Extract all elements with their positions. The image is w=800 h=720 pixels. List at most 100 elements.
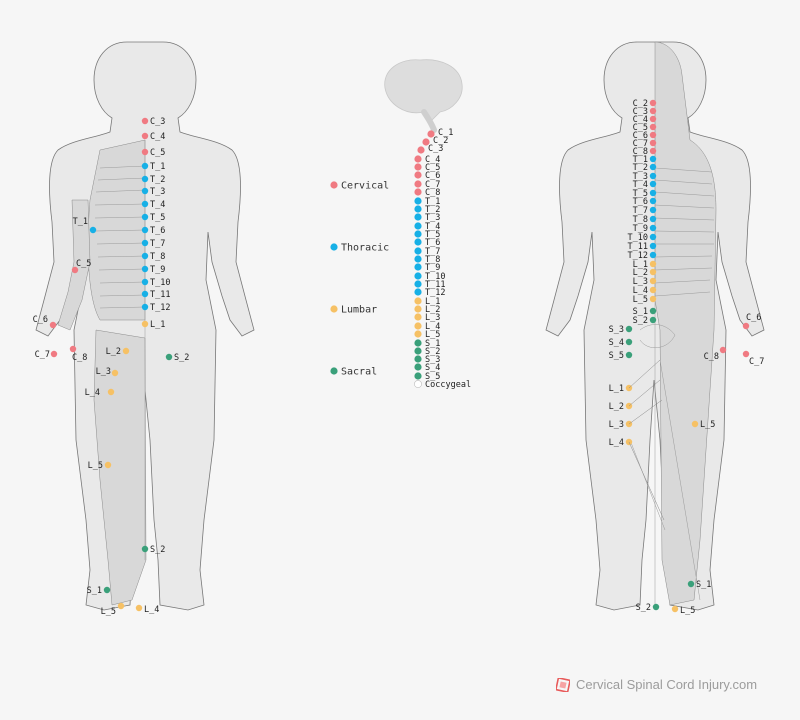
back-point-label: S_4 xyxy=(609,338,624,348)
back-point-dot xyxy=(649,107,657,115)
front-point-label: L_4 xyxy=(144,605,159,615)
front-point-dot xyxy=(103,586,111,594)
front-point-label: L_5 xyxy=(101,607,116,617)
back-point-dot xyxy=(625,351,633,359)
spine-nerve-dot xyxy=(414,163,422,171)
front-point-label: C_4 xyxy=(150,132,165,142)
spinal-nerve-column: C_1C_2C_3C_4C_5C_6C_7C_8T_1T_2T_3T_4T_5T… xyxy=(414,128,471,390)
back-point-label: S_5 xyxy=(609,351,624,361)
spine-nerve-label: T_8 xyxy=(425,255,440,265)
spine-nerve-dot xyxy=(427,130,435,138)
spine-nerve-dot xyxy=(414,380,422,388)
back-point-label: C_5 xyxy=(633,123,648,133)
spine-nerve-dot xyxy=(414,238,422,246)
front-point-label: T_12 xyxy=(150,303,170,313)
back-point-label: C_7 xyxy=(749,357,764,367)
back-point-label: C_7 xyxy=(633,139,648,149)
back-point-dot xyxy=(649,251,657,259)
back-point-dot xyxy=(687,580,695,588)
front-point-dot xyxy=(141,320,149,328)
front-point-dot xyxy=(141,148,149,156)
front-point-label: T_1 xyxy=(150,162,165,172)
front-point-dot xyxy=(141,545,149,553)
front-point-dot xyxy=(141,278,149,286)
spine-nerve-dot xyxy=(414,330,422,338)
back-point-dot xyxy=(649,316,657,324)
legend-label-thoracic: Thoracic xyxy=(341,243,389,254)
back-point-label: T_6 xyxy=(633,197,648,207)
back-point-label: T_5 xyxy=(633,189,648,199)
spine-nerve-label: C_1 xyxy=(438,128,453,138)
front-point-dot xyxy=(111,369,119,377)
spine-nerve-dot xyxy=(414,155,422,163)
spine-nerve-label: T_9 xyxy=(425,263,440,273)
back-point-dot xyxy=(649,123,657,131)
back-point-dot xyxy=(649,155,657,163)
logo-suffix: .com xyxy=(728,676,758,692)
back-point-label: T_8 xyxy=(633,215,648,225)
back-point-dot xyxy=(649,268,657,276)
front-point-label: L_2 xyxy=(106,347,121,357)
back-point-label: L_5 xyxy=(633,295,648,305)
back-point-label: L_1 xyxy=(609,384,624,394)
spine-nerve-dot xyxy=(414,255,422,263)
site-logo[interactable]: Cervical Spinal Cord Injury.com xyxy=(555,674,758,694)
front-point-dot xyxy=(89,226,97,234)
front-point-label: T_5 xyxy=(150,213,165,223)
front-point-dot xyxy=(141,200,149,208)
front-point-label: S_2 xyxy=(174,353,189,363)
back-point-dot xyxy=(649,206,657,214)
back-point-label: L_2 xyxy=(633,268,648,278)
back-point-dot xyxy=(649,233,657,241)
back-point-label: C_8 xyxy=(633,147,648,157)
front-point-dot xyxy=(141,239,149,247)
back-point-label: L_5 xyxy=(680,606,695,616)
back-point-label: C_2 xyxy=(633,99,648,109)
back-point-label: C_8 xyxy=(704,352,719,362)
leader-line xyxy=(628,359,661,389)
front-point-dot xyxy=(135,604,143,612)
back-point-label: T_7 xyxy=(633,206,648,216)
front-point-dot xyxy=(141,252,149,260)
spine-nerve-dot xyxy=(414,372,422,380)
back-point-label: S_2 xyxy=(633,316,648,326)
front-point-label: L_5 xyxy=(88,461,103,471)
spine-nerve-label: T_3 xyxy=(425,213,440,223)
back-point-label: C_6 xyxy=(746,313,761,323)
back-point-label: L_4 xyxy=(609,438,624,448)
legend-label-cervical: Cervical xyxy=(341,181,389,192)
spine-nerve-dot xyxy=(414,363,422,371)
back-point-dot xyxy=(649,147,657,155)
spine-nerve-label: T_12 xyxy=(425,288,445,298)
spine-nerve-label: C_8 xyxy=(425,188,440,198)
front-point-dot xyxy=(107,388,115,396)
legend-swatch-cervical xyxy=(330,181,338,189)
back-point-label: T_10 xyxy=(628,233,648,243)
back-point-dot xyxy=(649,277,657,285)
spine-nerve-dot xyxy=(414,230,422,238)
front-point-dot xyxy=(50,350,58,358)
back-point-dot xyxy=(649,197,657,205)
back-point-dot xyxy=(649,115,657,123)
spine-nerve-dot xyxy=(414,222,422,230)
spine-nerve-dot xyxy=(414,205,422,213)
back-point-dot xyxy=(649,224,657,232)
back-point-label: T_12 xyxy=(628,251,648,261)
back-point-label: T_11 xyxy=(628,242,648,252)
back-point-label: S_3 xyxy=(609,325,624,335)
back-point-label: L_3 xyxy=(633,277,648,287)
spine-nerve-dot xyxy=(414,347,422,355)
back-point-dot xyxy=(649,307,657,315)
back-point-label: L_5 xyxy=(700,420,715,430)
front-point-label: T_11 xyxy=(150,290,170,300)
front-point-dot xyxy=(141,290,149,298)
spine-nerve-label: Coccygeal xyxy=(425,380,471,390)
back-point-label: T_3 xyxy=(633,172,648,182)
spine-nerve-label: L_5 xyxy=(425,330,440,340)
back-point-dot xyxy=(649,99,657,107)
front-point-dot xyxy=(141,175,149,183)
back-point-dot xyxy=(649,260,657,268)
front-point-label: L_3 xyxy=(96,367,111,377)
front-point-label: T_9 xyxy=(150,265,165,275)
